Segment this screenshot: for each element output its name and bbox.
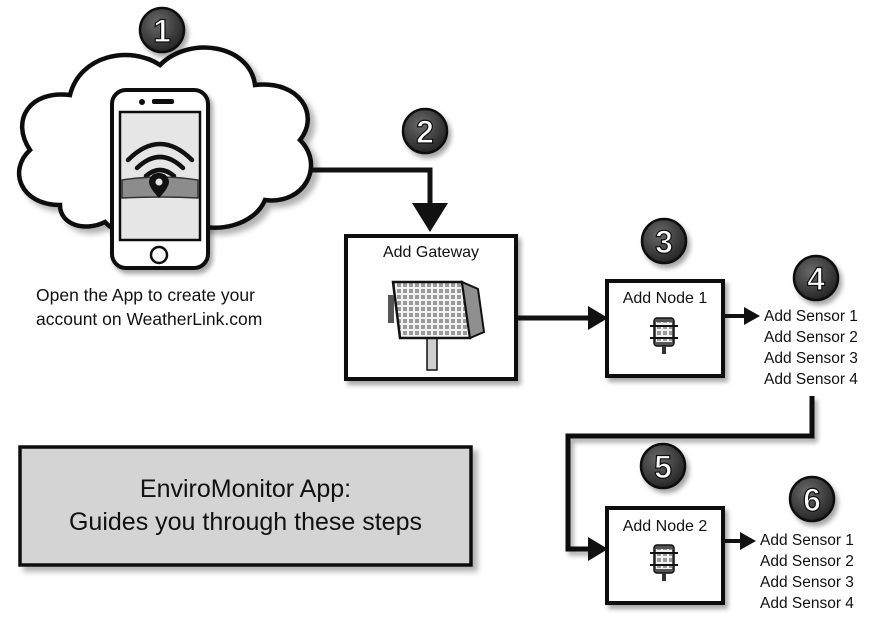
info-title: EnviroMonitor App: — [139, 475, 352, 503]
step-badge-4: 4 — [792, 254, 840, 302]
sensor-item: Add Sensor 3 — [760, 574, 854, 591]
node1-sensor-list: Add Sensor 1 Add Sensor 2 Add Sensor 3 A… — [764, 306, 858, 390]
arrow-to-node1 — [588, 306, 608, 330]
sensor-item: Add Sensor 2 — [764, 329, 858, 346]
step-badge-1: 1 — [138, 6, 186, 54]
connector-cloud-to-gateway — [312, 167, 433, 205]
phone-caption-line: account on WeatherLink.com — [36, 309, 263, 329]
step-number: 3 — [655, 224, 673, 260]
location-pin-icon — [121, 173, 199, 199]
smartphone-icon — [110, 88, 210, 270]
sensor-item: Add Sensor 3 — [764, 350, 858, 367]
node2-label: Add Node 2 — [622, 518, 708, 535]
step-badge-5: 5 — [639, 442, 687, 490]
step-number: 1 — [153, 13, 171, 49]
phone-caption-line: Open the App to create your — [36, 285, 255, 305]
connector-to-node2 — [565, 396, 815, 552]
sensor-item: Add Sensor 4 — [760, 595, 854, 612]
info-box — [18, 445, 473, 567]
node1-label: Add Node 1 — [622, 290, 708, 307]
sensor-node-icon — [650, 317, 678, 354]
info-box-text: EnviroMonitor App: Guides you through th… — [20, 473, 471, 539]
sensor-node-icon — [650, 544, 678, 581]
arrow-to-node2 — [588, 537, 608, 561]
sensor-item: Add Sensor 1 — [764, 308, 858, 325]
step-badge-3: 3 — [640, 217, 688, 265]
arrow-to-sensors-2 — [740, 532, 756, 550]
sensor-item: Add Sensor 2 — [760, 553, 854, 570]
sensor-item: Add Sensor 1 — [760, 532, 854, 549]
step-number: 6 — [803, 482, 821, 518]
step-badge-2: 2 — [401, 107, 449, 155]
wifi-icon — [125, 141, 195, 179]
info-subtitle: Guides you through these steps — [68, 508, 422, 536]
step-badge-6: 6 — [788, 475, 836, 523]
step-number: 5 — [654, 449, 672, 485]
node2-sensor-list: Add Sensor 1 Add Sensor 2 Add Sensor 3 A… — [760, 530, 854, 614]
arrow-to-gateway — [412, 203, 448, 232]
gateway-device-icon — [388, 280, 486, 371]
step-number: 2 — [416, 114, 434, 150]
arrow-to-sensors-1 — [744, 307, 760, 325]
gateway-label: Add Gateway — [382, 244, 480, 261]
sensor-item: Add Sensor 4 — [764, 371, 858, 388]
step-number: 4 — [807, 261, 825, 297]
phone-caption: Open the App to create your account on W… — [36, 283, 262, 331]
